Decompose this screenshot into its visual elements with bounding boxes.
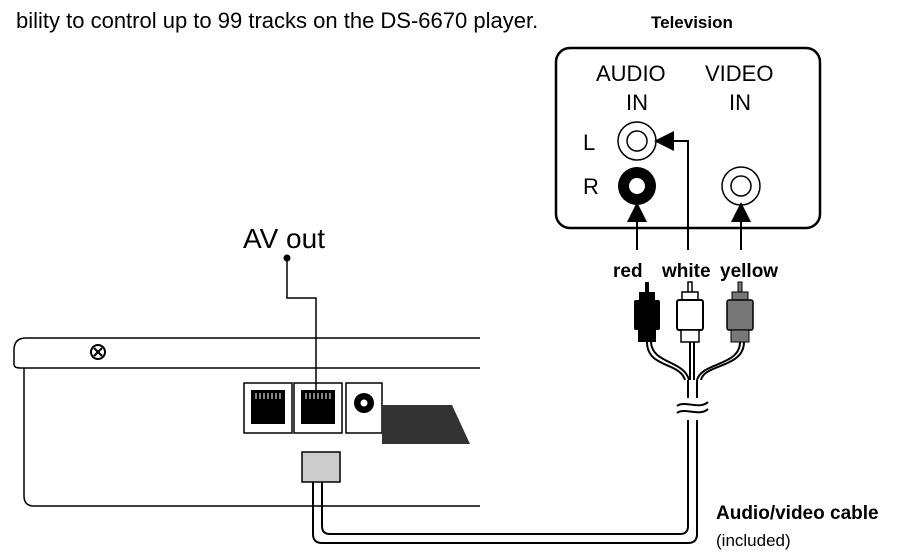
video-in-label-2: IN (729, 90, 751, 115)
right-channel-label: R (583, 174, 599, 199)
av-out-port (293, 382, 343, 434)
av-out-label: AV out (243, 223, 325, 254)
callout-line (286, 258, 317, 390)
audio-left-jack (617, 121, 657, 161)
red-label: red (613, 261, 643, 282)
power-port (345, 382, 383, 434)
audio-in-label-1: AUDIO (596, 61, 666, 86)
audio-in-label-2: IN (626, 90, 648, 115)
audio-right-jack (618, 167, 656, 205)
av-cable (312, 341, 745, 544)
connection-arrows (627, 131, 751, 250)
rca-plug-red (634, 282, 660, 342)
cable-label: Audio/video cable (716, 503, 879, 524)
player-unit (13, 337, 480, 507)
white-label: white (661, 261, 711, 282)
television-title: Television (651, 13, 733, 32)
power-cord (382, 405, 470, 444)
cable-plug (301, 451, 341, 483)
rca-plug-white (676, 281, 704, 343)
port-left (243, 382, 293, 434)
top-caption: bility to control up to 99 tracks on the… (16, 8, 538, 33)
screw-icon (90, 344, 106, 360)
rca-plug-yellow (726, 281, 754, 343)
yellow-label: yellow (720, 261, 778, 282)
video-in-label-1: VIDEO (705, 61, 773, 86)
cable-note: (included) (716, 531, 791, 550)
left-channel-label: L (583, 130, 595, 155)
white-arrow (654, 131, 689, 250)
video-jack (721, 166, 761, 206)
television: Television AUDIO IN VIDEO IN L R (554, 13, 822, 230)
